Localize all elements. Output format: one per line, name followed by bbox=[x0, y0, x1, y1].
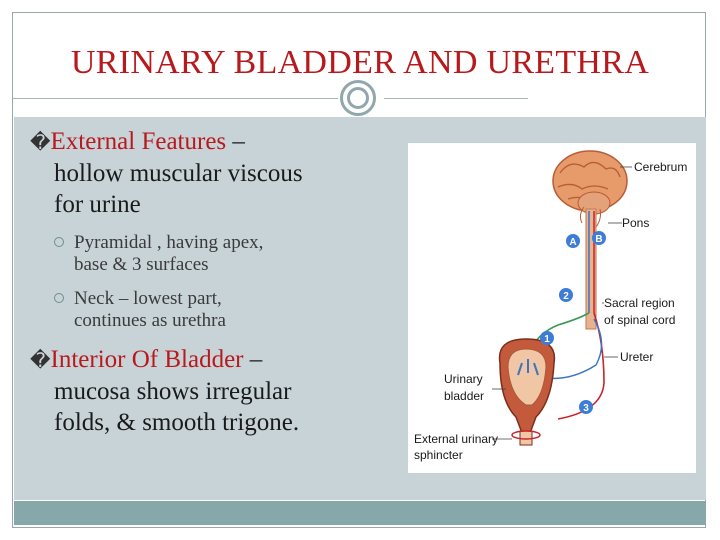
label-external-urinary: External urinary bbox=[414, 432, 498, 446]
leader-lines bbox=[492, 166, 632, 440]
sub-bullet-line: Neck – lowest part, bbox=[74, 288, 222, 309]
label-pons: Pons bbox=[622, 216, 649, 230]
title-divider-left bbox=[12, 98, 338, 99]
marker-1: 1 bbox=[540, 331, 554, 345]
slide-title: URINARY BLADDER AND URETHRA bbox=[70, 44, 650, 81]
bullet-dash: – bbox=[226, 128, 245, 155]
ring-bullet-icon bbox=[54, 293, 64, 303]
bullet-external-features: �External Features – hollow muscular vis… bbox=[30, 126, 390, 220]
label-ureter: Ureter bbox=[620, 350, 653, 364]
ring-bullet-icon bbox=[54, 237, 64, 247]
svg-text:B: B bbox=[595, 234, 602, 245]
micturition-pathway-figure: A B 2 1 3 Cerebrum Pons Sacra bbox=[408, 143, 696, 473]
pathway-diagram: A B 2 1 3 Cerebrum Pons Sacra bbox=[414, 150, 687, 462]
marker-b: B bbox=[592, 231, 606, 245]
pathway-line-blue-efferent bbox=[537, 318, 603, 380]
label-sphincter: sphincter bbox=[414, 448, 463, 462]
bullet-heading: Interior Of Bladder bbox=[50, 346, 244, 373]
sub-bullet-line: base & 3 surfaces bbox=[74, 254, 209, 275]
bullet-heading: External Features bbox=[50, 128, 227, 155]
bullet-marker: � bbox=[30, 130, 51, 154]
label-spinal-cord: of spinal cord bbox=[604, 313, 675, 327]
bullet-line: mucosa shows irregular bbox=[54, 378, 292, 405]
divider-circle-ornament bbox=[340, 80, 376, 116]
sub-bullet-line: continues as urethra bbox=[74, 310, 226, 331]
spinal-cord bbox=[585, 208, 597, 330]
svg-text:A: A bbox=[569, 237, 576, 248]
title-divider-right bbox=[384, 98, 528, 99]
bullet-line: folds, & smooth trigone. bbox=[54, 409, 300, 436]
footer-bar bbox=[14, 501, 706, 525]
bladder-illustration bbox=[498, 338, 556, 446]
svg-text:2: 2 bbox=[563, 291, 569, 302]
bullet-marker: � bbox=[30, 348, 51, 372]
svg-text:3: 3 bbox=[583, 403, 589, 414]
svg-text:1: 1 bbox=[544, 334, 550, 345]
label-urinary: Urinary bbox=[444, 372, 483, 386]
label-bladder: bladder bbox=[444, 389, 484, 403]
label-sacral-region: Sacral region bbox=[604, 296, 675, 310]
label-cerebrum: Cerebrum bbox=[634, 160, 687, 174]
marker-a: A bbox=[566, 234, 580, 248]
sub-bullet-line: Pyramidal , having apex, bbox=[74, 232, 264, 253]
sub-bullet-neck: Neck – lowest part, continues as urethra bbox=[54, 288, 354, 332]
bullet-line: for urine bbox=[54, 191, 141, 218]
bullet-line: hollow muscular viscous bbox=[54, 160, 303, 187]
bullet-dash: – bbox=[243, 346, 263, 373]
bullet-interior-of-bladder: �Interior Of Bladder – mucosa shows irre… bbox=[30, 344, 390, 438]
sub-bullet-pyramidal: Pyramidal , having apex, base & 3 surfac… bbox=[54, 232, 354, 276]
marker-2: 2 bbox=[559, 288, 573, 302]
marker-3: 3 bbox=[579, 400, 593, 414]
